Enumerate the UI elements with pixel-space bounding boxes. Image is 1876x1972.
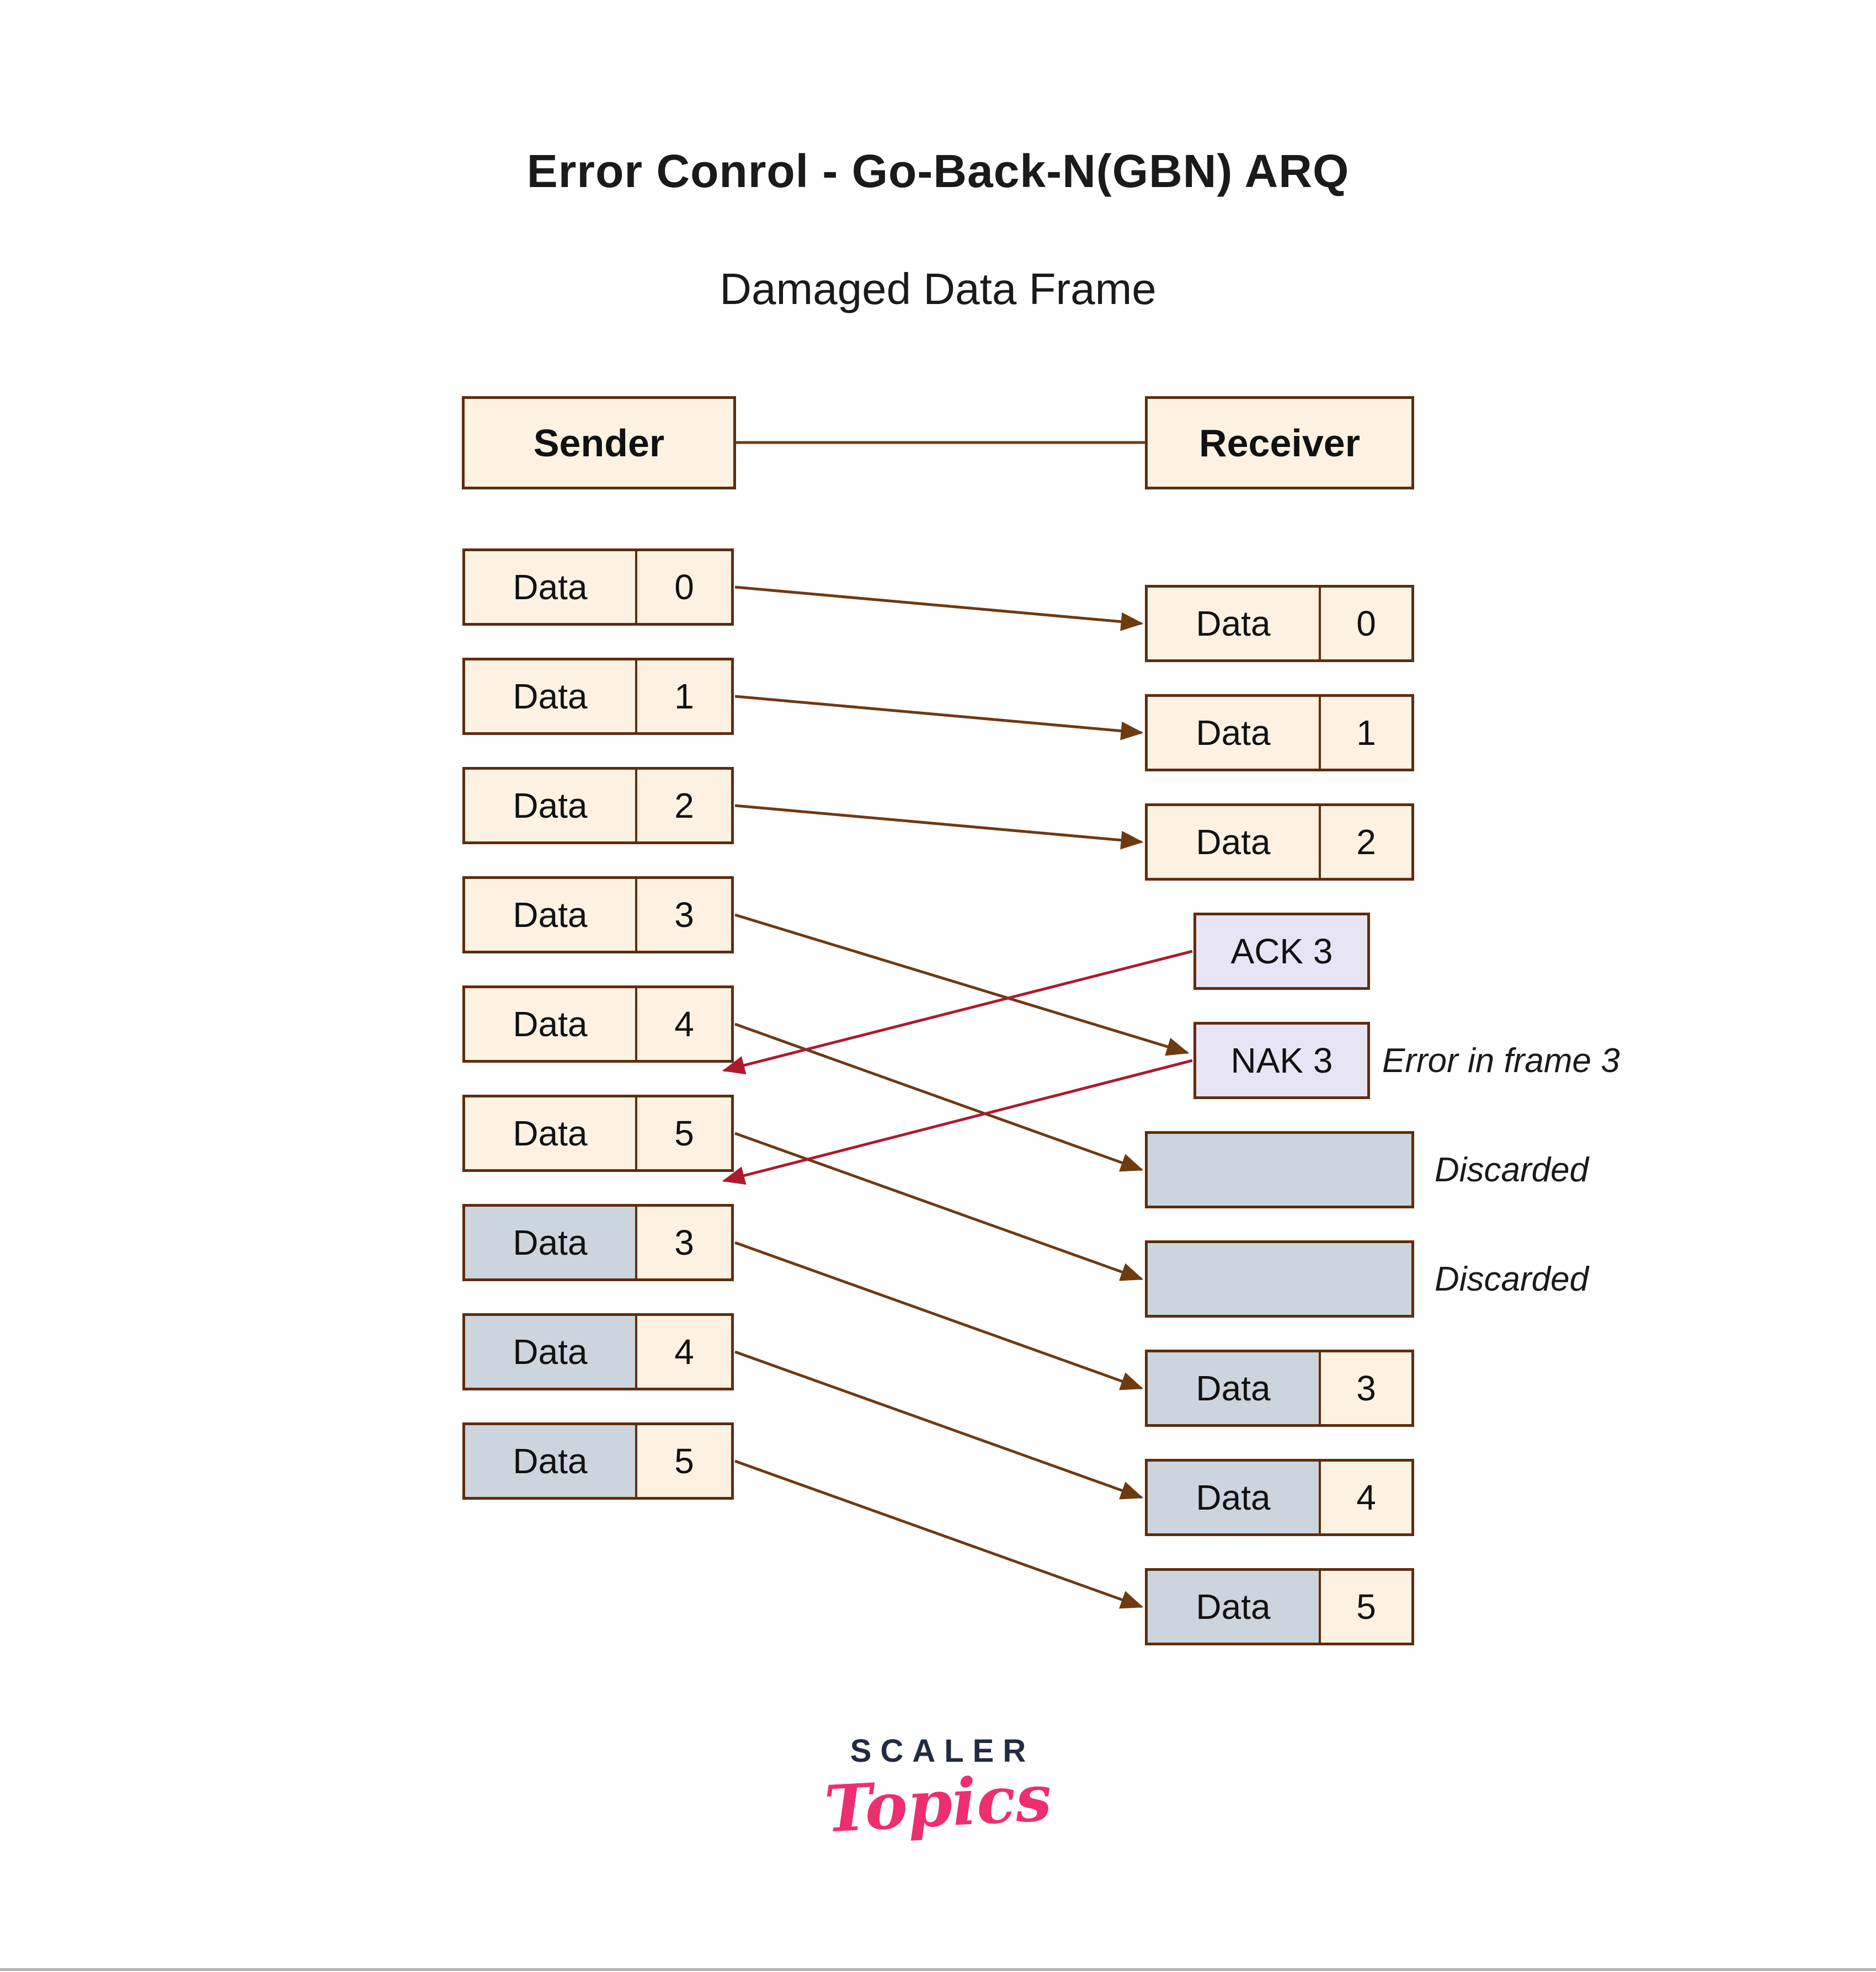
sender-frame-3-resent: Data 3: [462, 1204, 734, 1281]
data-arrow-s5r-to-r5: [734, 1459, 1144, 1609]
receiver-frame-4-resent: Data 4: [1145, 1459, 1414, 1536]
footer-divider: [0, 1968, 1876, 1971]
error-label: Error in frame 3: [1382, 1041, 1620, 1080]
sender-frame-5-resent: Data 5: [462, 1422, 734, 1500]
frame-seq: 4: [674, 1004, 694, 1044]
page-title: Error Conrol - Go-Back-N(GBN) ARQ: [526, 145, 1350, 197]
frame-seq: 4: [674, 1332, 694, 1372]
data-arrow-s3-to-nak3: [734, 913, 1190, 1056]
frame-seq: 0: [674, 567, 694, 607]
receiver-frame-3-resent: Data 3: [1145, 1350, 1414, 1427]
data-arrow-s1-to-r1: [734, 695, 1144, 740]
receiver-frame-5-resent: Data 5: [1145, 1568, 1414, 1645]
ack3-box: ACK 3: [1193, 913, 1370, 990]
sender-node-label: Sender: [533, 421, 665, 465]
receiver-frame-2: Data 2: [1145, 803, 1414, 881]
receiver-node-label: Receiver: [1199, 421, 1360, 465]
frame-label: Data: [465, 551, 637, 623]
frame-seq: 4: [1356, 1478, 1376, 1517]
ack-arrow-ack3-to-timeline-after-s4: [722, 950, 1193, 1075]
page-subtitle: Damaged Data Frame: [720, 264, 1156, 313]
frame-seq: 5: [674, 1113, 694, 1153]
discarded-label: Discarded: [1435, 1150, 1589, 1189]
frame-label: Data: [1148, 588, 1321, 659]
frame-label: Data: [465, 879, 637, 951]
frame-label: Data: [1148, 1571, 1321, 1643]
frame-seq: 0: [1356, 604, 1376, 643]
frame-seq: 1: [1356, 713, 1376, 753]
scaler-topics-logo: SCALER Topics: [0, 1733, 1876, 1847]
frame-label: Data: [465, 1207, 637, 1278]
sender-frame-2: Data 2: [462, 767, 734, 844]
frame-seq: 3: [674, 1223, 694, 1262]
sender-frame-0: Data 0: [462, 548, 734, 626]
sender-frame-4-resent: Data 4: [462, 1313, 734, 1390]
data-arrow-s5-to-disc2: [734, 1132, 1144, 1281]
sender-frame-3: Data 3: [462, 876, 734, 953]
data-arrow-s2-to-r2: [734, 804, 1144, 850]
frame-label: Data: [465, 1316, 637, 1388]
frame-seq: 2: [1356, 822, 1376, 862]
discarded-label: Discarded: [1435, 1260, 1589, 1298]
frame-label: Data: [465, 660, 637, 732]
logo-wordmark-scaler: SCALER: [850, 1733, 1035, 1769]
sender-frame-4: Data 4: [462, 985, 734, 1063]
frame-label: Data: [465, 988, 637, 1060]
frame-label: Data: [1148, 1462, 1321, 1533]
data-arrow-s4-to-disc1: [734, 1022, 1144, 1172]
frame-label: Data: [465, 770, 637, 841]
nak3-box: NAK 3: [1193, 1022, 1370, 1099]
discarded-frame-box: [1145, 1240, 1414, 1318]
frame-seq: 3: [1356, 1368, 1376, 1408]
frame-seq: 1: [674, 676, 694, 716]
receiver-frame-1: Data 1: [1145, 694, 1414, 771]
frame-seq: 5: [1356, 1587, 1376, 1627]
data-arrow-s3r-to-r3: [734, 1241, 1144, 1390]
frame-seq: 2: [674, 786, 694, 825]
discarded-frame-box: [1145, 1131, 1414, 1208]
frame-seq: 3: [674, 895, 694, 935]
sender-frame-5: Data 5: [462, 1095, 734, 1172]
data-arrow-s0-to-r0: [734, 585, 1144, 631]
frame-seq: 5: [674, 1441, 694, 1481]
sender-node: Sender: [462, 396, 736, 489]
frame-label: Data: [465, 1097, 637, 1169]
sender-frame-1: Data 1: [462, 658, 734, 735]
frame-label: Data: [1148, 697, 1321, 769]
frame-label: Data: [1148, 806, 1321, 878]
frame-label: Data: [465, 1425, 637, 1497]
nak-arrow-nak3-to-timeline-after-s5: [722, 1059, 1193, 1185]
receiver-node: Receiver: [1145, 396, 1414, 489]
frame-label: Data: [1148, 1352, 1321, 1424]
receiver-frame-0: Data 0: [1145, 585, 1414, 662]
data-arrow-s4r-to-r4: [734, 1350, 1144, 1500]
